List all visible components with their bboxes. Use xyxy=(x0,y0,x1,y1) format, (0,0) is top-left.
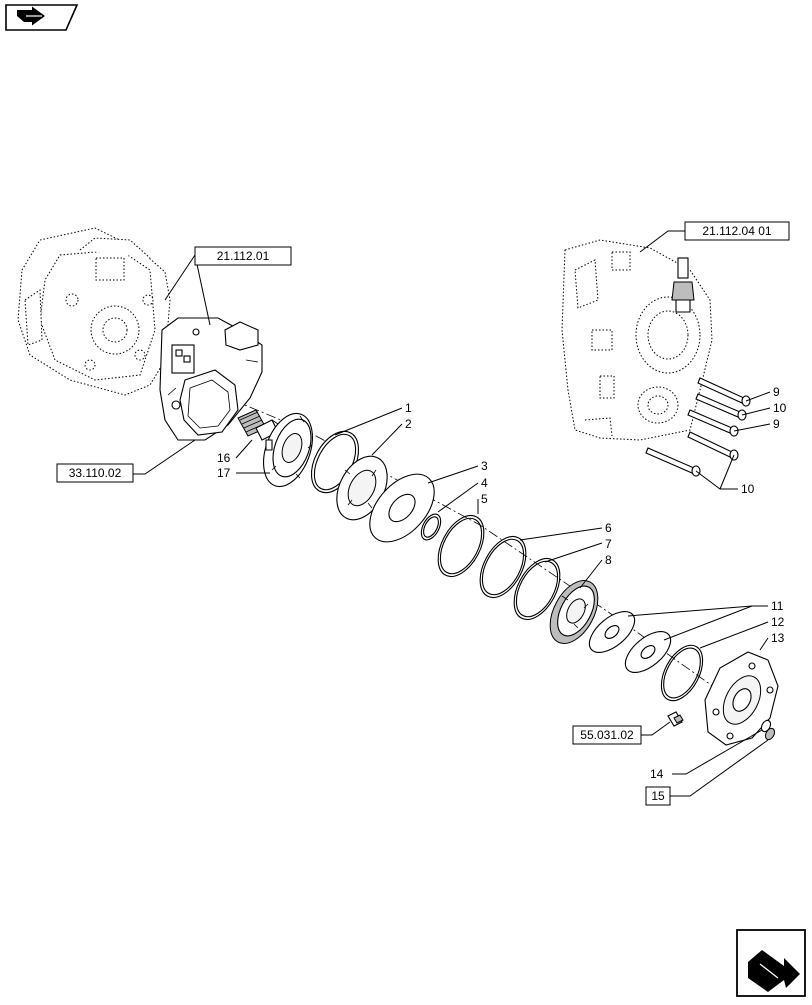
part-2-pressure-plate xyxy=(336,455,388,521)
ref-box-55-031-02[interactable]: 55.031.02 xyxy=(572,725,642,745)
callout-9b: 9 xyxy=(773,417,780,431)
next-page-arrow-icon[interactable] xyxy=(736,929,806,997)
callout-labels: 1 2 3 4 5 6 7 8 9 10 9 10 11 12 13 14 16… xyxy=(217,385,787,781)
sensor-fitting xyxy=(667,711,684,727)
callout-10a: 10 xyxy=(773,401,787,415)
ref-box-21-112-04-01[interactable]: 21.112.04 01 xyxy=(684,221,790,241)
part-17-clutch-carrier xyxy=(263,412,313,488)
svg-text:55.031.02: 55.031.02 xyxy=(580,728,634,742)
ref-box-21-112-01[interactable]: 21.112.01 xyxy=(194,246,292,266)
part-13-cover xyxy=(704,651,779,746)
part-16-splined-shaft xyxy=(237,409,279,441)
svg-text:33.110.02: 33.110.02 xyxy=(69,466,122,480)
callout-10b: 10 xyxy=(741,482,755,496)
svg-text:15: 15 xyxy=(651,789,665,803)
callout-12: 12 xyxy=(771,615,785,629)
callout-13: 13 xyxy=(771,631,785,645)
part-5-seal-ring xyxy=(437,514,485,578)
callout-3: 3 xyxy=(481,459,488,473)
callout-7: 7 xyxy=(605,537,612,551)
callout-4: 4 xyxy=(481,476,488,490)
ref-box-15[interactable]: 15 xyxy=(645,786,671,806)
part-11-discs xyxy=(588,611,672,673)
rear-housing-left xyxy=(17,227,171,396)
svg-text:21.112.01: 21.112.01 xyxy=(217,249,270,263)
part-6-seal-ring xyxy=(479,535,527,599)
adapter-housing xyxy=(159,317,263,441)
callout-6: 6 xyxy=(605,521,612,535)
transmission-housing-right xyxy=(561,239,713,441)
part-3-friction-disc xyxy=(369,473,435,543)
callout-5: 5 xyxy=(481,492,488,506)
leader-lines xyxy=(133,230,771,797)
ref-box-33-110-02[interactable]: 33.110.02 xyxy=(56,463,134,483)
callout-14: 14 xyxy=(650,767,664,781)
svg-text:21.112.04 01: 21.112.04 01 xyxy=(702,224,772,238)
callout-9a: 9 xyxy=(773,385,780,399)
callout-8: 8 xyxy=(605,553,612,567)
callout-1: 1 xyxy=(405,401,412,415)
callout-11: 11 xyxy=(771,599,784,613)
book-arrow-icon[interactable] xyxy=(5,4,79,31)
part-8-piston xyxy=(549,580,599,644)
bolts-9-10 xyxy=(645,377,751,477)
part-14-washer xyxy=(760,719,772,733)
callout-17: 17 xyxy=(217,466,231,480)
part-4-o-ring xyxy=(420,513,442,541)
part-12-o-ring xyxy=(660,644,704,702)
callout-16: 16 xyxy=(217,451,231,465)
part-15-plug xyxy=(764,727,776,741)
vent-fitting xyxy=(671,257,695,313)
callout-2: 2 xyxy=(405,417,412,431)
